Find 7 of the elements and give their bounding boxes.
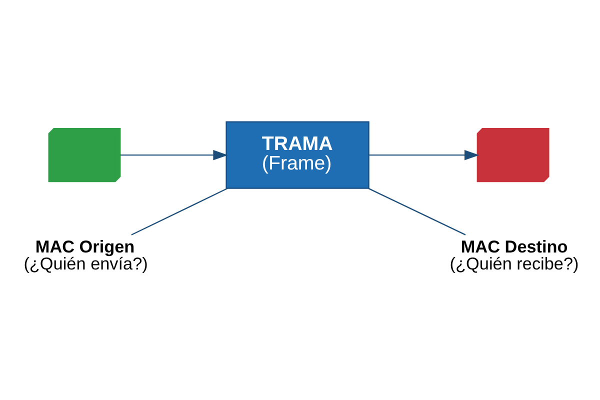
connector xyxy=(131,187,228,235)
node-box: TRAMA (Frame) xyxy=(226,120,370,188)
arrow xyxy=(369,149,480,160)
connector xyxy=(368,187,466,235)
node-text: MAC Origen (¿Quién envía?) xyxy=(24,236,148,274)
arrow xyxy=(120,149,228,160)
node-text: MAC Destino (¿Quién recibe?) xyxy=(450,236,579,274)
